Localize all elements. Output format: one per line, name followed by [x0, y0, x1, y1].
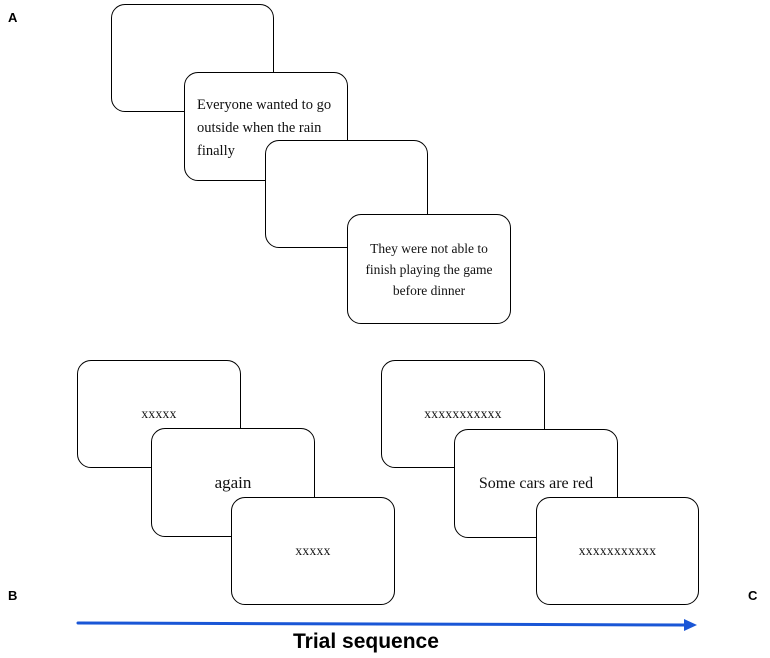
trial-sequence-arrow-head — [684, 619, 697, 631]
panel-label-b: B — [8, 588, 18, 603]
panel-b-card-1-text: xxxxx — [141, 406, 177, 421]
panel-c-card-3-text: xxxxxxxxxxx — [578, 543, 657, 558]
panel-b-card-3-text: xxxxx — [295, 543, 331, 558]
panel-c-card-1-text: xxxxxxxxxxx — [424, 406, 502, 421]
trial-sequence-label: Trial sequence — [293, 630, 439, 653]
panel-b-card-3: xxxxx — [231, 497, 395, 605]
panel-label-a: A — [8, 10, 18, 25]
panel-a-card-4: They were not able to finish playing the… — [347, 214, 511, 324]
panel-a-card-2: Everyone wanted to go outside when the r… — [184, 72, 348, 181]
panel-c-card-2-text: Some cars are red — [478, 474, 594, 492]
panel-c-card-3: xxxxxxxxxxx — [536, 497, 699, 605]
panel-label-c: C — [748, 588, 758, 603]
panel-a-card-4-text: They were not able to finish playing the… — [365, 240, 493, 298]
trial-sequence-arrow-line — [76, 621, 688, 627]
panel-b-card-2-text: again — [214, 472, 252, 492]
panel-a-card-2-text: Everyone wanted to go outside when the r… — [197, 97, 332, 159]
